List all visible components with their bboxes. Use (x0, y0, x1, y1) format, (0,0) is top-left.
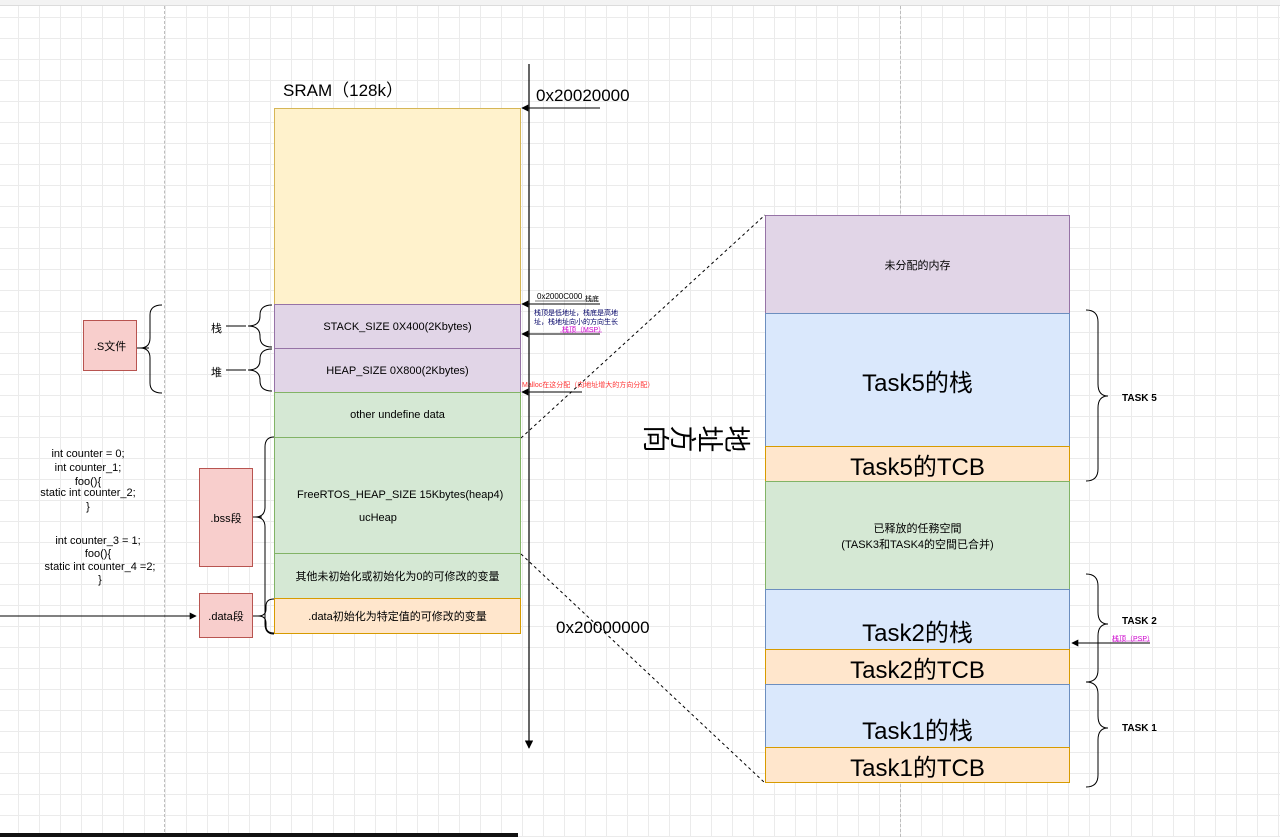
data-section-box[interactable]: .data段 (199, 593, 253, 638)
heap-size-text: HEAP_SIZE 0X800(2Kbytes) (326, 364, 469, 377)
s-file-box[interactable]: .S文件 (83, 320, 137, 371)
code-line: int counter = 0; (51, 448, 125, 460)
task5-stack-text: Task5的栈 (862, 369, 973, 397)
task1-stack-block[interactable]: Task1的栈 (765, 684, 1070, 748)
code-line: foo(){ (74, 476, 102, 488)
other-data-text: other undefine data (350, 409, 445, 421)
address-direction-label: 地址方向 (640, 425, 751, 453)
zoom-connector-bottom (520, 553, 766, 784)
ucheap-text: ucHeap (359, 512, 397, 524)
freed-space-block[interactable]: 已释放的任務空間 (TASK3和TASK4的空間已合并) (765, 481, 1070, 590)
task2-stack-block[interactable]: Task2的栈 (765, 589, 1070, 650)
code-line: int counter_3 = 1; (55, 535, 141, 547)
bss-section-box[interactable]: .bss段 (199, 468, 253, 567)
task5-stack-block[interactable]: Task5的栈 (765, 313, 1070, 447)
task1-tcb-block[interactable]: Task1的TCB (765, 747, 1070, 783)
task1-stack-text: Task1的栈 (862, 718, 973, 745)
s-file-text: .S文件 (93, 340, 127, 353)
address-bottom-label: 0x20000000 (556, 618, 650, 637)
task2-stack-text: Task2的栈 (862, 620, 973, 647)
sram-title: SRAM（128k） (283, 81, 403, 100)
unallocated-memory-block[interactable]: 未分配的内存 (765, 215, 1070, 314)
address-top-label: 0x20020000 (536, 86, 630, 105)
sram-free-block[interactable] (274, 108, 521, 305)
code-line: } (86, 501, 90, 513)
other-data-block[interactable]: other undefine data (274, 392, 521, 438)
top-toolbar-strip (0, 0, 1280, 6)
stack-address-label: 0x2000C000 (537, 292, 583, 301)
stack-size-block[interactable]: STACK_SIZE 0X400(2Kbytes) (274, 304, 521, 349)
freertos-heap-text: FreeRTOS_HEAP_SIZE 15Kbytes(heap4) (297, 489, 504, 501)
bottom-edge-strip (0, 833, 518, 837)
stack-label: 栈 (211, 323, 222, 335)
bss-rest-text: 其他未初始化或初始化为0的可修改的变量 (295, 571, 500, 583)
bss-rest-block[interactable]: 其他未初始化或初始化为0的可修改的变量 (274, 553, 521, 599)
task5-label: TASK 5 (1122, 393, 1157, 404)
malloc-note: Malloc在这分配（向地址增大的方向分配） (522, 382, 655, 389)
data-section-block[interactable]: .data初始化为特定值的可修改的变量 (274, 598, 521, 634)
task2-tcb-text: Task2的TCB (850, 656, 985, 684)
freertos-heap-block[interactable] (274, 437, 521, 554)
task5-tcb-text: Task5的TCB (850, 453, 985, 481)
freed-space-line1: 已释放的任務空間 (873, 522, 962, 535)
stack-size-text: STACK_SIZE 0X400(2Kbytes) (323, 320, 472, 333)
task1-tcb-text: Task1的TCB (850, 754, 985, 782)
task2-label: TASK 2 (1122, 616, 1157, 627)
msp-note: 栈顶（MSP） (562, 327, 606, 334)
code-line: static int counter_4 =2; (44, 561, 156, 573)
code-line: static int counter_2; (40, 487, 136, 499)
freed-space-line2: (TASK3和TASK4的空間已合并) (841, 538, 994, 551)
bss-section-text: .bss段 (210, 512, 242, 525)
code-line: int counter_1; (54, 462, 122, 474)
heap-label: 堆 (211, 367, 222, 379)
psp-note: 栈顶（PSP） (1112, 636, 1155, 643)
code-line: foo(){ (84, 548, 112, 560)
unallocated-memory-text: 未分配的内存 (884, 259, 951, 272)
heap-size-block[interactable]: HEAP_SIZE 0X800(2Kbytes) (274, 348, 521, 393)
stack-bottom-note: 栈底 (585, 296, 599, 303)
task5-tcb-block[interactable]: Task5的TCB (765, 446, 1070, 482)
code-line: } (98, 574, 102, 586)
data-section-text: .data初始化为特定值的可修改的变量 (308, 611, 487, 623)
data-section-label-text: .data段 (208, 610, 244, 623)
task2-tcb-block[interactable]: Task2的TCB (765, 649, 1070, 685)
page-break-line (164, 6, 165, 837)
task1-label: TASK 1 (1122, 723, 1157, 734)
